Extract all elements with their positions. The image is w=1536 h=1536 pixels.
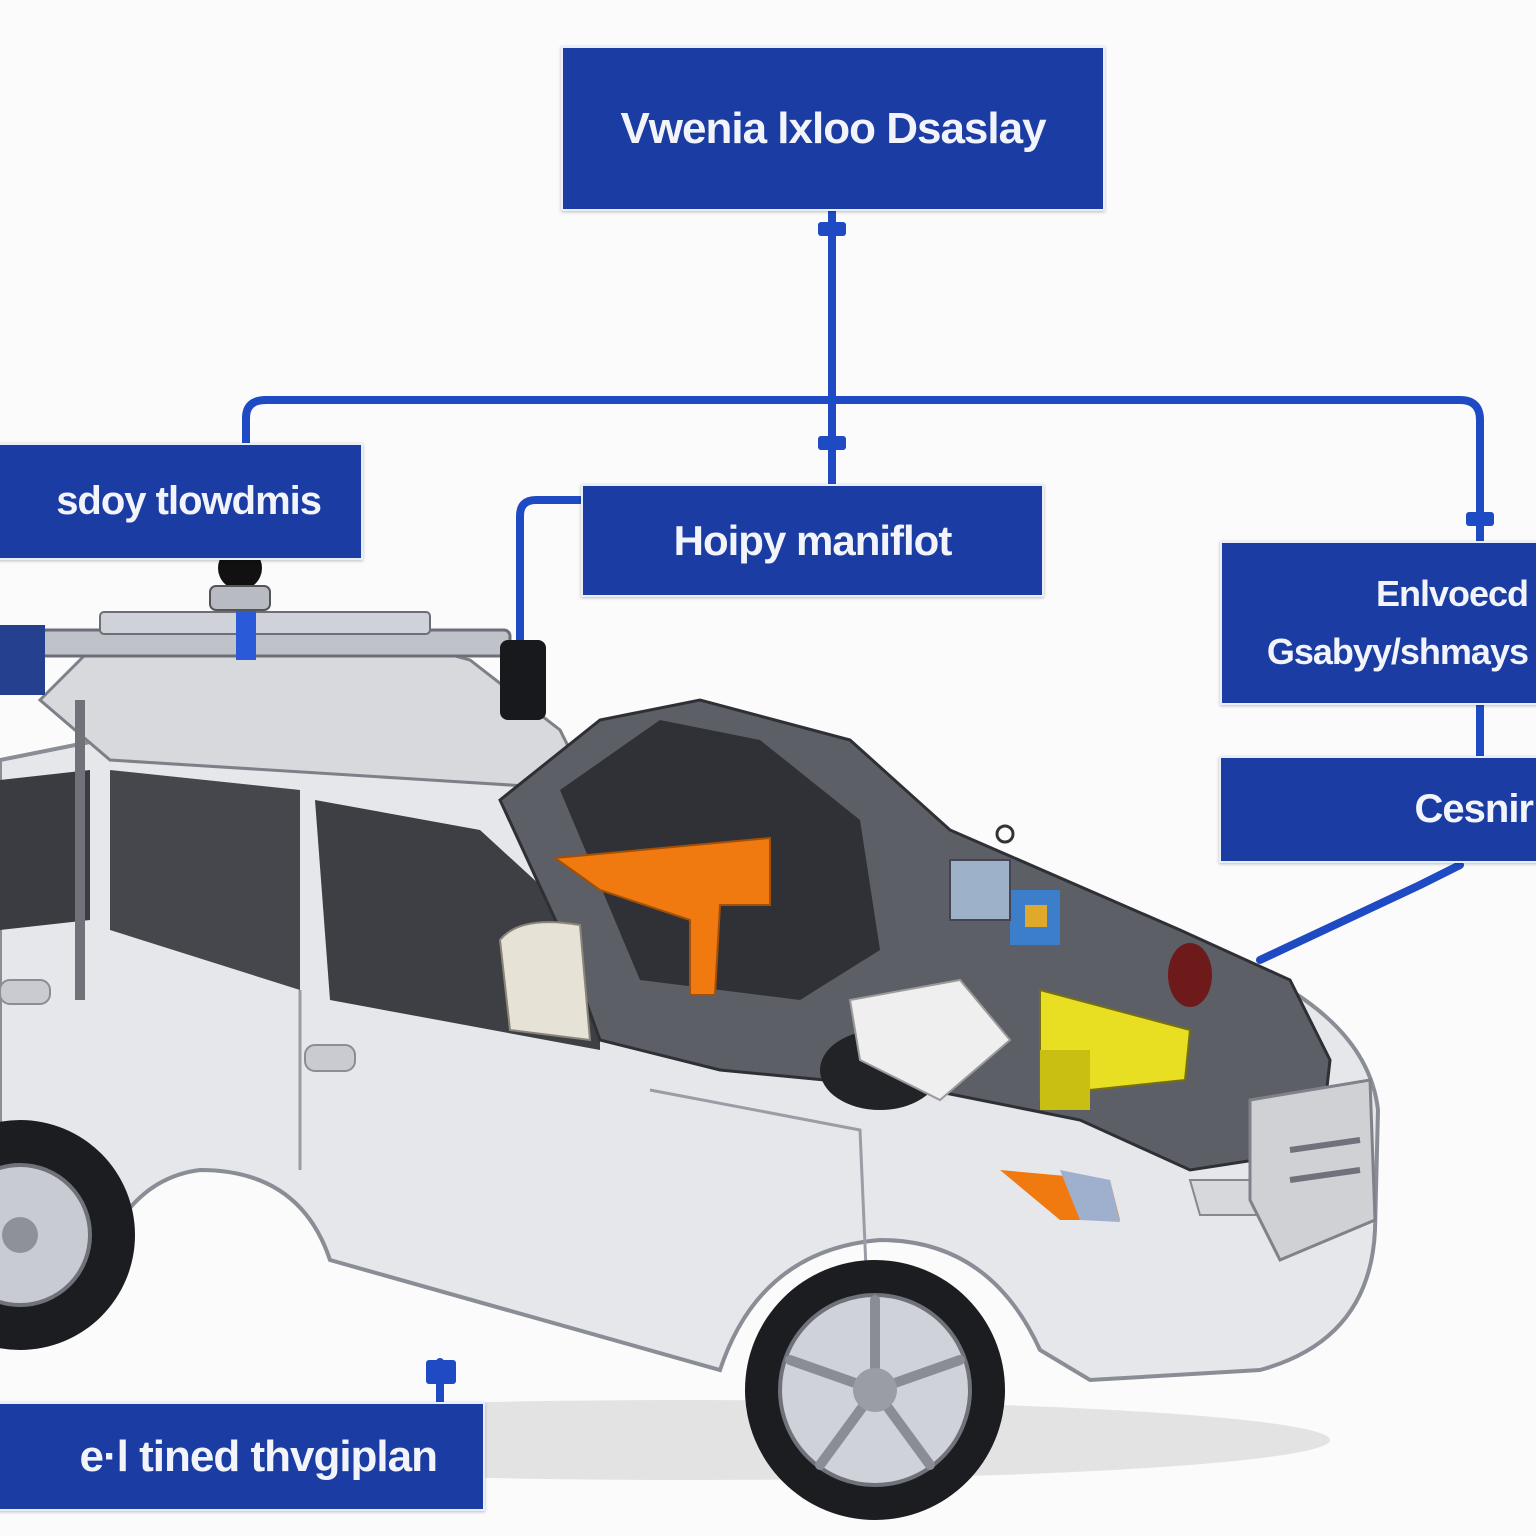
- yellow-block: [1040, 1050, 1090, 1110]
- label-right-line-1: Enlvoecd: [1375, 573, 1529, 614]
- connector-joints: [426, 222, 1494, 1384]
- roof-sensor-mast: [236, 600, 256, 660]
- reservoir: [1168, 943, 1212, 1007]
- lidar-base: [209, 585, 271, 611]
- joint: [1466, 512, 1494, 526]
- label-top-text: Vwenia lxloo Dsaslay: [620, 103, 1046, 153]
- label-right-lower-text: Cesnir: [1414, 787, 1534, 831]
- connector-right2-to-engine: [1256, 861, 1464, 964]
- label-bottom-text: e·l tined thvgiplan: [79, 1431, 438, 1481]
- joint: [818, 436, 846, 450]
- rear-wheel: [0, 1120, 135, 1350]
- side-camera-sensor: [500, 640, 546, 720]
- headlight: [1060, 1170, 1120, 1222]
- front-bumper: [1248, 1078, 1377, 1262]
- grille: [1289, 1137, 1361, 1183]
- label-center-text: Hoipy maniflot: [673, 516, 953, 564]
- orange-component: [552, 836, 771, 996]
- connector-center-to-sensor: [516, 496, 584, 644]
- ecu-box: [949, 859, 1011, 921]
- module-detail: [1025, 905, 1047, 927]
- label-box-left: sdoy tlowdmis: [0, 443, 363, 560]
- label-box-right: Enlvoecd Gsabyy/shmays: [1220, 541, 1536, 705]
- roof-sensor-blue: [0, 625, 45, 695]
- seat: [498, 921, 592, 1042]
- rear-window: [0, 770, 90, 930]
- autonomous-suv-cutaway: [0, 546, 1381, 1520]
- sensor-rail: [99, 611, 431, 635]
- joint: [426, 1360, 456, 1384]
- engine-cover: [848, 978, 1012, 1102]
- label-box-top: Vwenia lxloo Dsaslay: [561, 46, 1105, 211]
- label-right-line-2: Gsabyy/shmays: [1266, 631, 1529, 672]
- label-box-center: Hoipy maniflot: [581, 484, 1044, 597]
- bolt: [995, 824, 1015, 844]
- label-box-right-lower: Cesnir: [1219, 756, 1536, 863]
- door-handle: [304, 1044, 356, 1072]
- label-left-text: sdoy tlowdmis: [56, 479, 322, 523]
- front-wheel: [745, 1260, 1005, 1520]
- rear-door-window: [110, 770, 300, 990]
- door-handle: [0, 979, 51, 1005]
- connector-bus: [242, 396, 1484, 545]
- joint: [818, 222, 846, 236]
- label-box-bottom: e·l tined thvgiplan: [0, 1402, 485, 1511]
